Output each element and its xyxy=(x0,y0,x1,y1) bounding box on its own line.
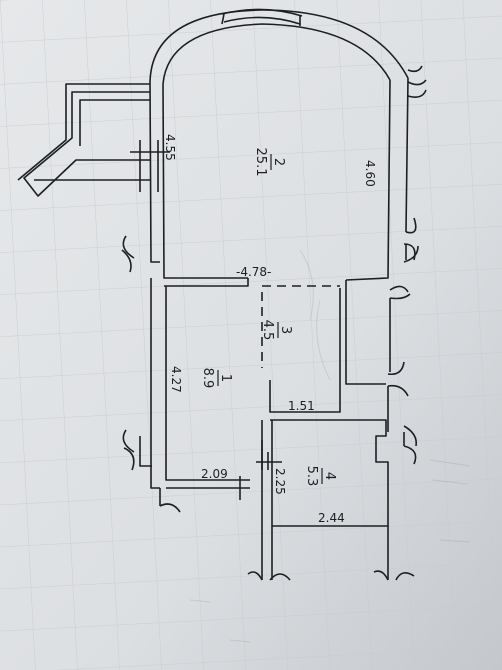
dim-room4-bottom: 2.44 xyxy=(318,511,345,525)
room4-walls xyxy=(270,419,389,527)
room-1-label: 1 8.9 xyxy=(200,368,233,389)
dim-bottom-step: 1.51 xyxy=(288,399,315,413)
dim-corridor-width: -4.78- xyxy=(236,265,271,279)
room-1-number: 1 xyxy=(218,374,233,382)
faint-bleed-through xyxy=(189,249,471,643)
room-2-area: 25.1 xyxy=(253,148,268,177)
room-4-area: 5.3 xyxy=(304,466,319,487)
balcony xyxy=(23,91,150,197)
room2-right-wall-outer xyxy=(405,77,409,233)
room2-left-wall-inner xyxy=(162,83,248,279)
dim-room2-right: 4.60 xyxy=(363,160,377,187)
dim-room4-side: 2.25 xyxy=(273,468,287,495)
room-4-label: 4 5.3 xyxy=(304,466,337,487)
room2-right-wall-inner xyxy=(345,79,391,281)
dim-room2-left: 4.55 xyxy=(163,134,177,161)
dim-hall-bottom: 2.09 xyxy=(201,467,228,481)
room1-left-outer xyxy=(150,278,160,489)
room2-left-wall-outer xyxy=(149,81,160,263)
room-2-label: 2 25.1 xyxy=(253,148,286,177)
dim-room1-left: 4.27 xyxy=(169,366,183,393)
room-2-number: 2 xyxy=(271,158,286,166)
room-3-area: 4.5 xyxy=(260,320,275,341)
room-4-number: 4 xyxy=(322,472,337,480)
room-3-number: 3 xyxy=(278,326,293,334)
room-1-area: 8.9 xyxy=(200,368,215,389)
walls xyxy=(17,8,427,581)
room-3-label: 3 4.5 xyxy=(260,320,293,341)
niche-outer xyxy=(345,280,386,385)
room1-left-inner xyxy=(165,286,250,481)
arch-inner xyxy=(162,23,391,85)
